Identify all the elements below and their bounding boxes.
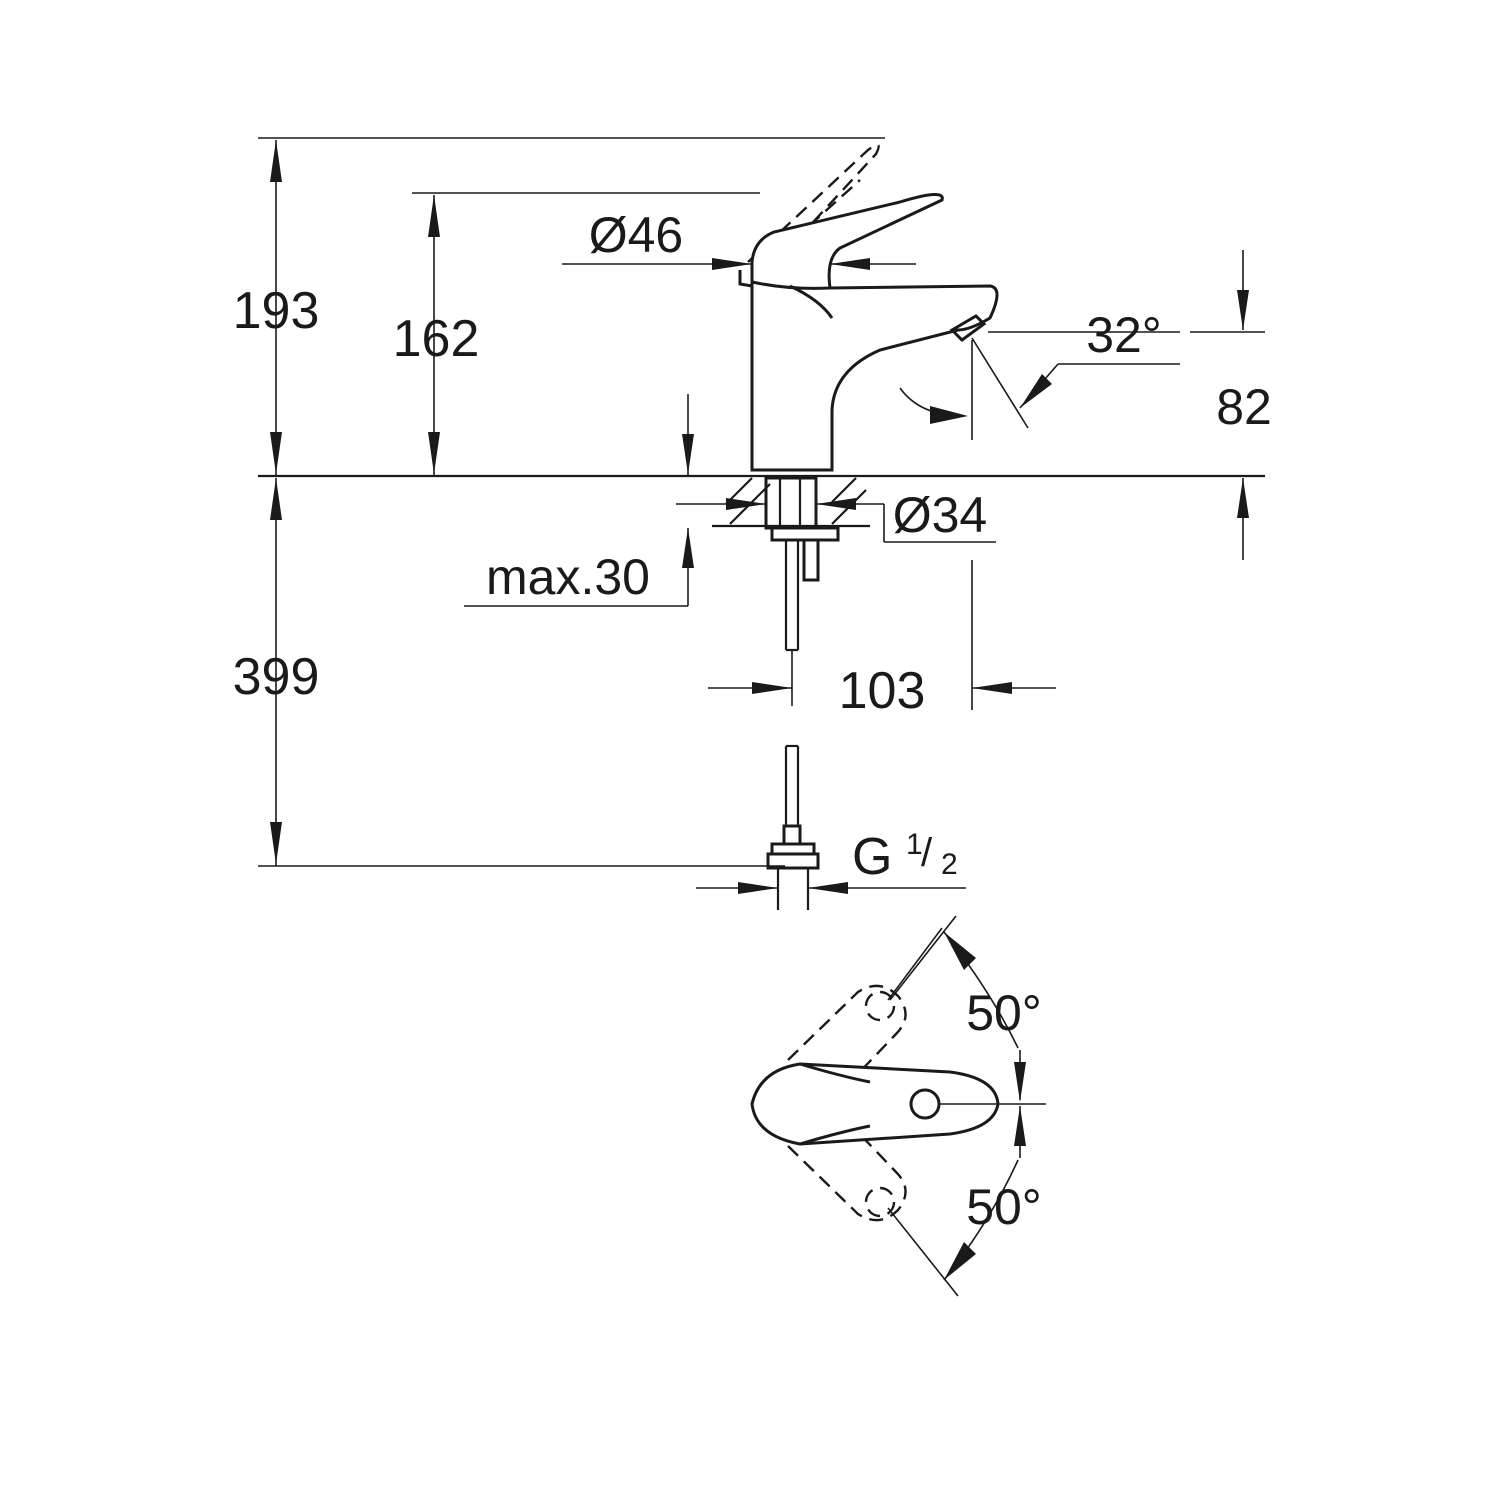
lever-top-inner-lower [799,1124,871,1146]
deck-section [712,476,870,582]
lever-pivot [909,1088,941,1120]
dim-base-diameter [676,498,996,543]
handle-curve [789,284,834,319]
lever-rotated-left [787,927,943,1081]
dim-spout-angle [899,331,1180,440]
aerator [949,314,987,342]
dim-max-deck [464,394,694,607]
side-view [258,137,1265,910]
label-spout-height: 82 [1216,379,1272,435]
label-hose-length: 399 [233,648,320,706]
label-swivel-upper: 50° [966,985,1042,1041]
label-total-height: 193 [233,282,320,340]
dim-handle-diameter [562,258,916,270]
dim-thread [696,882,966,894]
dim-total-height [270,140,282,476]
dim-swivel-upper [943,931,1026,1102]
dim-spout-height [1190,250,1265,560]
dim-lever-height [428,195,440,476]
label-thread-denominator: 2 [941,848,958,881]
dim-swivel-lower [943,1106,1026,1281]
label-lever-height: 162 [393,310,480,368]
dim-hose-length [270,478,282,866]
label-swivel-lower: 50° [966,1179,1042,1235]
label-thread: G 1 / 2 [852,828,958,886]
label-handle-diameter: Ø46 [589,207,684,263]
lever-top-inner-upper [799,1062,871,1084]
hose-lower [766,744,820,910]
dim-projection [708,560,1056,710]
label-thread-numerator: 1 [906,828,923,861]
handle-cap-left [738,270,753,288]
label-projection: 103 [839,662,926,720]
faucet-body [750,193,999,472]
lever-top-outline [750,1062,1000,1146]
top-view [750,915,1046,1297]
label-spout-angle: 32° [1086,307,1162,363]
label-thread-main: G [852,828,892,886]
label-thread-slash: / [921,831,933,875]
hose-upper [784,540,800,652]
label-base-diameter: Ø34 [893,487,988,543]
label-max-deck: max.30 [486,549,650,605]
lever-rotated-right [787,1125,959,1297]
lever-raised-outline [747,143,880,263]
upper-swivel-line [889,915,957,1001]
